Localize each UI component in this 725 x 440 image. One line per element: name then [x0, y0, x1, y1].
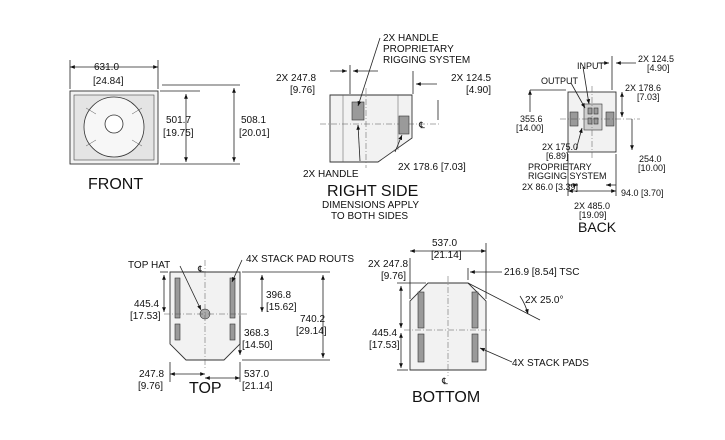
- back-dim-left-mm: 355.6: [520, 114, 543, 124]
- side-note-line2: TO BOTH SIDES: [331, 211, 408, 222]
- side-handle-right: [398, 115, 410, 135]
- top-view: ℄ TOP HAT 4X STACK PAD ROUTS 445.4 [17.5…: [128, 254, 354, 397]
- back-prop-line1: PROPRIETARY: [528, 162, 592, 172]
- side-handle-prop-line1: 2X HANDLE: [383, 33, 439, 44]
- front-horn-throat: [104, 114, 124, 134]
- back-dim-254-mm: 254.0: [639, 154, 662, 164]
- top-dim-247-in: [9.76]: [138, 381, 163, 392]
- top-dim-368-mm: 368.3: [244, 328, 269, 339]
- back-dim-86: 2X 86.0 [3.39]: [522, 182, 578, 192]
- back-dim-right-in: [7.03]: [637, 92, 660, 102]
- back-dim-left-in: [14.00]: [516, 123, 544, 133]
- top-dim-247-mm: 247.8: [139, 369, 164, 380]
- bottom-dim-537-mm: 537.0: [432, 238, 457, 249]
- top-dim-396-in: [15.62]: [266, 302, 297, 313]
- back-dim-top-in: [4.90]: [647, 63, 670, 73]
- side-handle-prop-line3: RIGGING SYSTEM: [383, 55, 470, 66]
- right-side-view: ℄ 2X HANDLE PROPRIETARY RIGGING SYSTEM 2…: [276, 33, 491, 222]
- bottom-dim-445-mm: 445.4: [372, 328, 397, 339]
- top-dim-368-in: [14.50]: [242, 340, 273, 351]
- top-hat-label: TOP HAT: [128, 260, 170, 271]
- front-height1-mm: 501.7: [166, 115, 191, 126]
- back-dim-94: 94.0 [3.70]: [621, 188, 664, 198]
- top-dim-445-in: [17.53]: [130, 311, 161, 322]
- front-height2-in: [20.01]: [239, 128, 270, 139]
- front-view: 631.0 [24.84] 501.7 [19.75] 508.1 [20.01…: [69, 60, 270, 193]
- top-title: TOP: [189, 380, 222, 397]
- top-dim-740-mm: 740.2: [300, 314, 325, 325]
- back-dim-top-mm: 2X 124.5: [638, 54, 674, 64]
- front-height2-mm: 508.1: [241, 115, 266, 126]
- back-dim-485-in: [19.09]: [579, 210, 607, 220]
- top-dim-740-in: [29.14]: [296, 326, 327, 337]
- back-input-panel: [583, 103, 603, 131]
- front-title: FRONT: [88, 176, 143, 193]
- back-dim-485-mm: 2X 485.0: [574, 201, 610, 211]
- back-dim-mid-mm: 2X 175.0: [542, 142, 578, 152]
- side-centerline-icon: ℄: [418, 120, 425, 130]
- bottom-dim-247-mm: 2X 247.8: [368, 259, 408, 270]
- front-height1-in: [19.75]: [163, 128, 194, 139]
- bottom-view: ℄ 537.0 [21.14] 2X 247.8 [9.76] 216.9 [8…: [368, 238, 589, 406]
- bottom-dim-537-in: [21.14]: [431, 250, 462, 261]
- top-dim-396-mm: 396.8: [266, 290, 291, 301]
- side-dim2-mm: 2X 124.5: [451, 73, 491, 84]
- bottom-angle: 2X 25.0°: [525, 295, 563, 306]
- front-width-mm: 631.0: [94, 62, 119, 73]
- back-dim-right-mm: 2X 178.6: [625, 83, 661, 93]
- bottom-dim-445-in: [17.53]: [369, 340, 400, 351]
- back-prop-line2: RIGGING SYSTEM: [528, 171, 607, 181]
- side-dim2-in: [4.90]: [466, 85, 491, 96]
- side-dim1-in: [9.76]: [290, 85, 315, 96]
- bottom-title: BOTTOM: [412, 389, 480, 406]
- back-title: BACK: [578, 219, 617, 235]
- back-input-label: INPUT: [577, 61, 605, 71]
- top-centerline-icon: ℄: [197, 264, 204, 274]
- bottom-dim-216: 216.9 [8.54] TSC: [504, 267, 579, 278]
- back-output-label: OUTPUT: [541, 76, 579, 86]
- side-dim1-mm: 2X 247.8: [276, 73, 316, 84]
- side-handle-top: [351, 101, 365, 121]
- side-cabinet: [329, 94, 413, 163]
- side-note-line1: DIMENSIONS APPLY: [322, 200, 419, 211]
- back-dim-254-in: [10.00]: [638, 163, 666, 173]
- front-width-in: [24.84]: [93, 76, 124, 87]
- side-dim3: 2X 178.6 [7.03]: [398, 162, 466, 173]
- top-dim-537-in: [21.14]: [242, 381, 273, 392]
- back-view: INPUT OUTPUT 2X 124.5 [4.90] 2X 178.6 [7…: [516, 54, 674, 235]
- top-dim-445-mm: 445.4: [134, 299, 159, 310]
- side-handle-label: 2X HANDLE: [303, 169, 359, 180]
- top-dim-537-mm: 537.0: [244, 369, 269, 380]
- side-title: RIGHT SIDE: [327, 183, 418, 200]
- bottom-stack-pads-label: 4X STACK PADS: [512, 358, 589, 369]
- bottom-centerline-icon: ℄: [441, 376, 448, 386]
- bottom-dim-247-in: [9.76]: [381, 271, 406, 282]
- side-handle-prop-line2: PROPRIETARY: [383, 44, 454, 55]
- back-dim-mid-in: [6.89]: [546, 151, 569, 161]
- top-stack-routs-label: 4X STACK PAD ROUTS: [246, 254, 354, 265]
